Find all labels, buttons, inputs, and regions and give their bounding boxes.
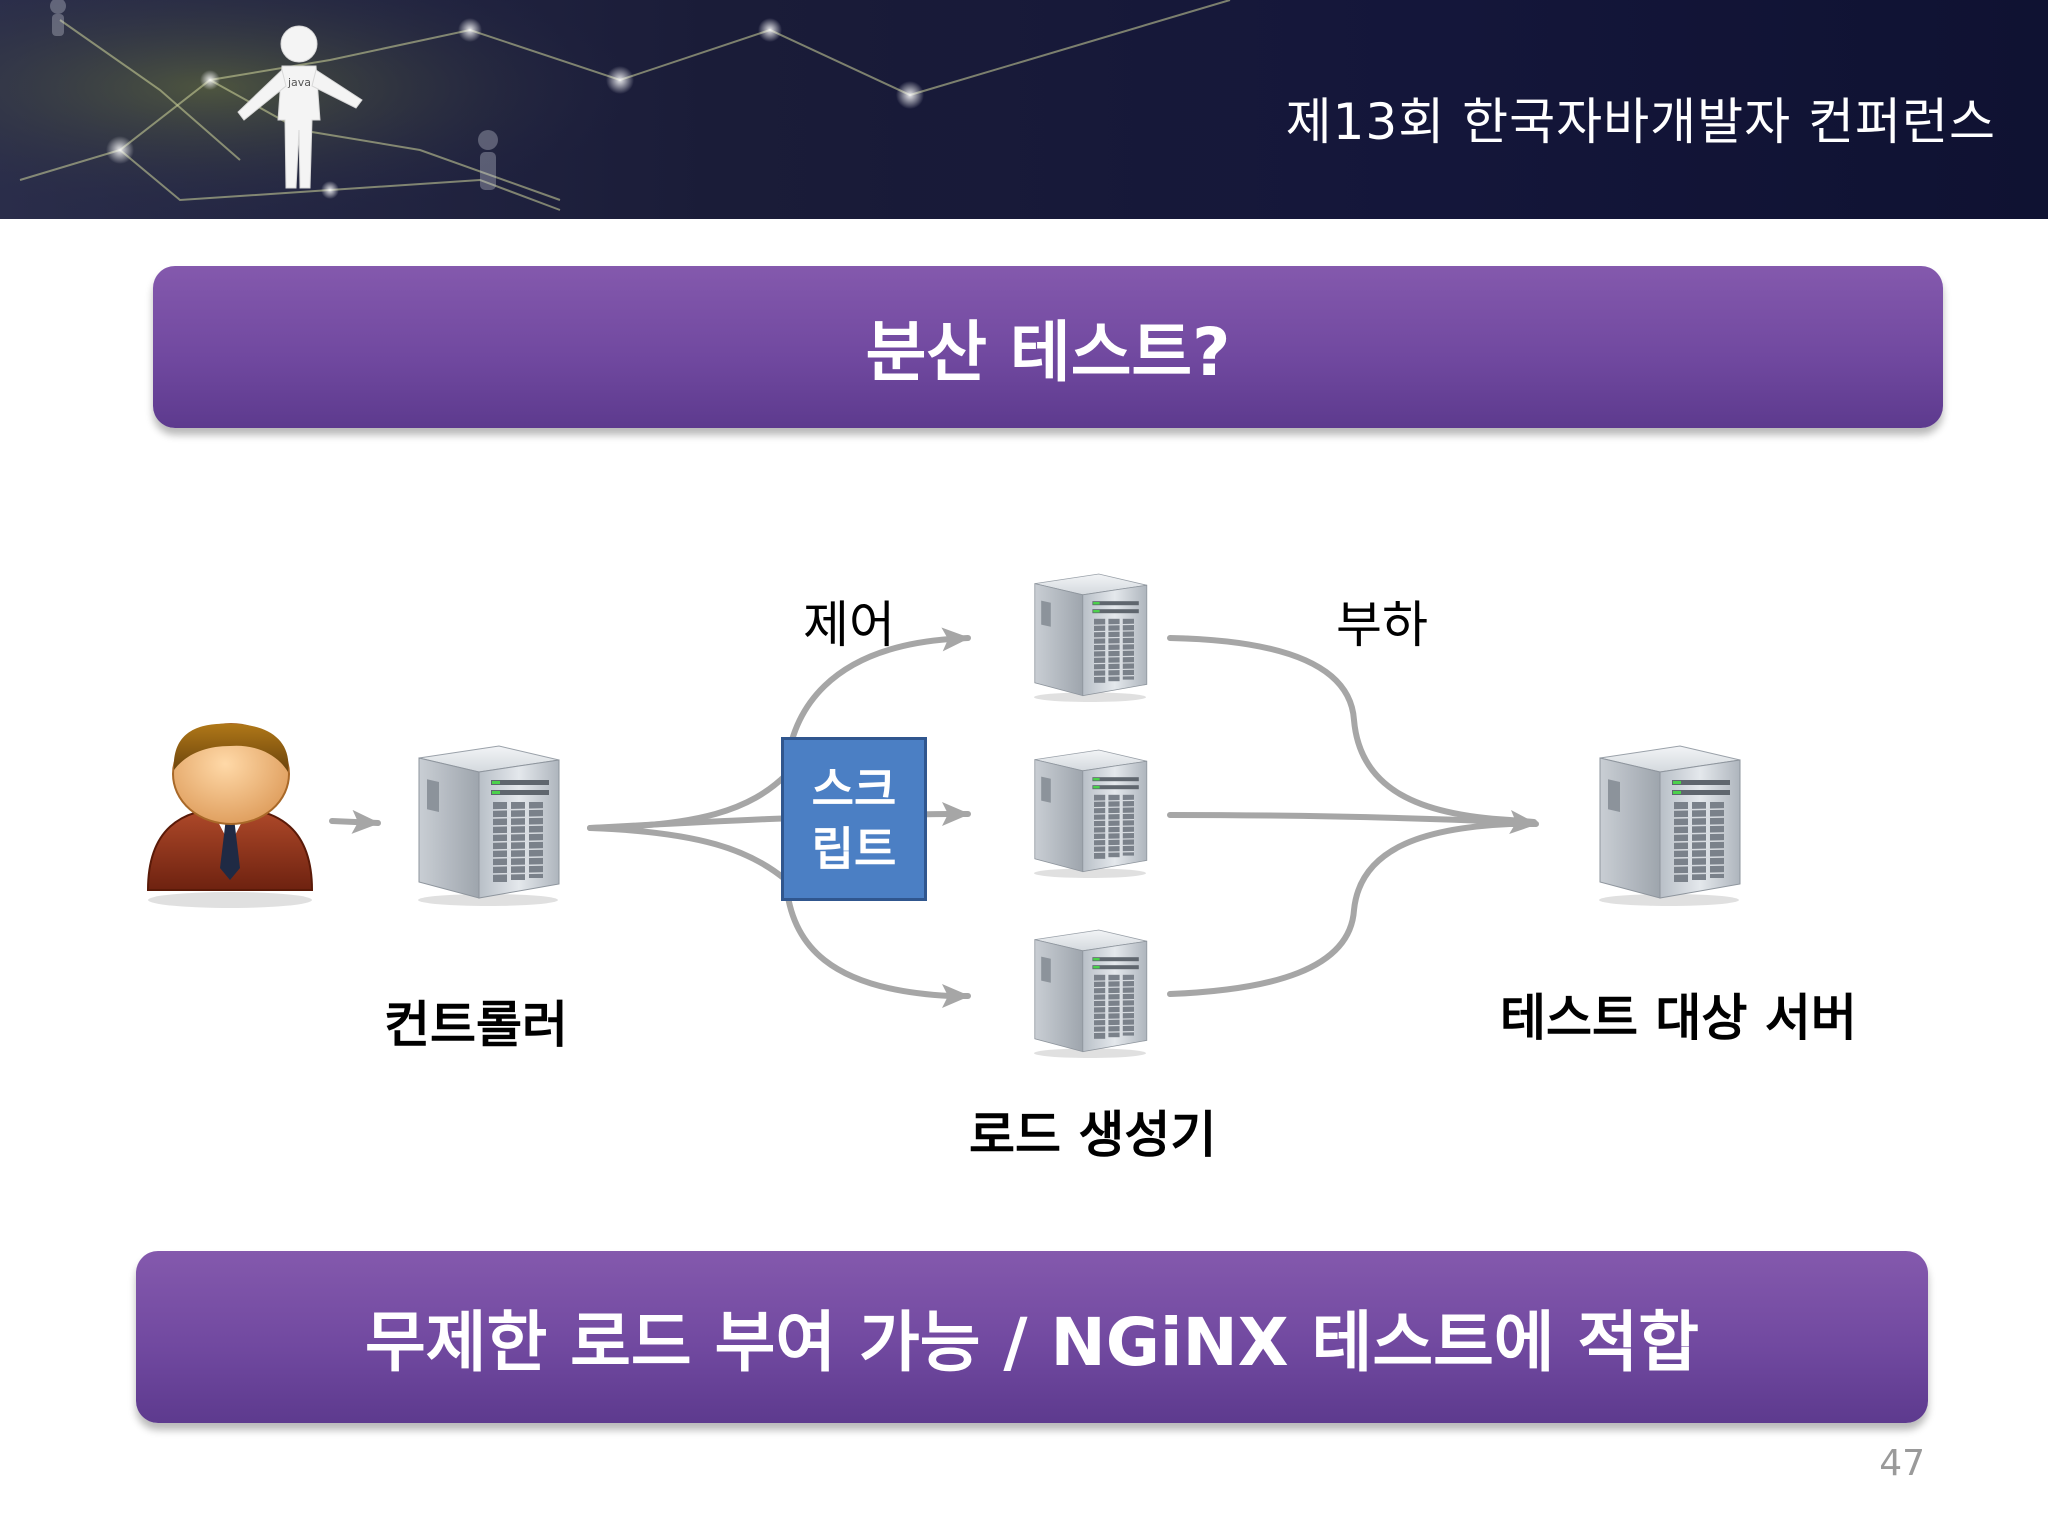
- load-arrow-middle: [1167, 810, 1539, 834]
- user-icon: [146, 723, 314, 908]
- conference-title: 제13회 한국자바개발자 컨퍼런스: [1285, 93, 1996, 151]
- script-line-1: 스크: [811, 762, 897, 816]
- summary-box: 무제한 로드 부여 가능 / NGiNX 테스트에 적합: [136, 1251, 1928, 1423]
- header-banner: java 제13회 한국자바개발자 컨퍼런스: [0, 0, 2048, 219]
- load-generator-label: 로드 생성기: [969, 1106, 1217, 1164]
- load-generator-server-icon-1: [1033, 573, 1148, 703]
- java-badge: java: [287, 76, 311, 89]
- slide-title-box: 분산 테스트?: [153, 266, 1943, 428]
- control-label: 제어: [803, 596, 895, 654]
- load-label: 부하: [1336, 596, 1428, 654]
- summary-text: 무제한 로드 부여 가능 / NGiNX 테스트에 적합: [365, 1304, 1699, 1381]
- load-generator-server-icon-2: [1033, 749, 1148, 879]
- java-figure-icon: [237, 25, 363, 189]
- constellation-art: java: [0, 0, 1231, 219]
- controller-label: 컨트롤러: [384, 996, 568, 1054]
- script-line-2: 립트: [811, 822, 897, 876]
- load-generator-server-icon-3: [1033, 929, 1148, 1059]
- load-arrow-top: [1167, 635, 1537, 825]
- page-number: 47: [1879, 1443, 1925, 1484]
- target-server-label: 테스트 대상 서버: [1500, 989, 1857, 1047]
- slide-title: 분산 테스트?: [865, 314, 1231, 391]
- script-box: 스크 립트: [781, 737, 927, 901]
- user-to-controller-arrow: [329, 809, 381, 834]
- target-server-icon: [1598, 745, 1741, 907]
- load-arrow-bottom: [1167, 821, 1537, 997]
- controller-server-icon: [417, 745, 560, 907]
